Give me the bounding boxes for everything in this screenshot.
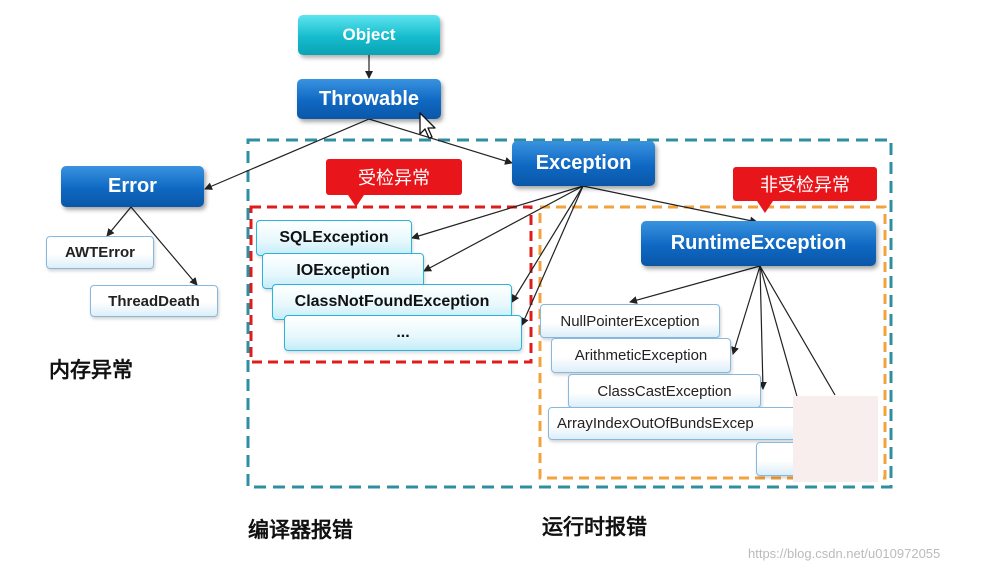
memory-error-caption: 内存异常 (49, 358, 133, 382)
checked-more-node: ... (284, 315, 522, 351)
error-node: Error (61, 166, 204, 207)
edge-runtime-arithmetic (731, 265, 761, 355)
edge-runtime-classcast (758, 265, 767, 390)
throwable-node: Throwable (297, 79, 441, 119)
unchecked-exception-frame (538, 205, 887, 480)
whole-exception-frame (246, 138, 893, 489)
checked-exception-tag: 受检异常 (326, 159, 462, 207)
unchecked-exception-tag-label: 非受检异常 (760, 175, 850, 196)
checked-exception-frame (249, 205, 533, 364)
edge-exception-more (521, 185, 584, 326)
edge-throwable-error (204, 118, 370, 190)
classnotfound-exception-node: ClassNotFoundException (272, 284, 512, 320)
checked-exception-tag-pointer (348, 195, 364, 207)
nullpointer-exception-node: NullPointerException (540, 304, 720, 338)
io-exception-node: IOException (262, 253, 424, 289)
arithmetic-exception-node: ArithmeticException (551, 338, 731, 373)
unchecked-exception-tag: 非受检异常 (733, 167, 877, 213)
unchecked-exception-tag-pointer (757, 201, 773, 213)
compile-error-caption: 编译器报错 (248, 518, 353, 542)
watermark-url: https://blog.csdn.net/u010972055 (748, 546, 941, 561)
checked-exception-tag-label: 受检异常 (358, 168, 430, 189)
edge-exception-io (423, 185, 584, 272)
classcast-exception-node: ClassCastException (568, 374, 761, 408)
arrayindex-exception-node: ArrayIndexOutOfBundsExcep (548, 407, 798, 440)
edge-error-threaddeath (130, 206, 198, 286)
edge-exception-runtime (582, 185, 758, 225)
edge-throwable-exception (368, 118, 513, 165)
edge-runtime-more (759, 265, 836, 396)
exception-node: Exception (512, 141, 655, 186)
runtime-exception-node: RuntimeException (641, 221, 876, 266)
sql-exception-node: SQLException (256, 220, 412, 256)
threaddeath-node: ThreadDeath (90, 285, 218, 317)
runtime-error-caption: 运行时报错 (542, 515, 647, 539)
awterror-node: AWTError (46, 236, 154, 269)
mouse-pointer-icon (419, 112, 436, 139)
occlusion-block (793, 396, 878, 482)
edge-runtime-nullpointer (629, 265, 761, 304)
edge-error-awterror (106, 206, 132, 237)
edge-exception-sql (411, 185, 584, 240)
object-node: Object (298, 15, 440, 55)
edge-exception-classnotfound (511, 185, 584, 303)
edge-runtime-arrayindex (759, 265, 799, 401)
